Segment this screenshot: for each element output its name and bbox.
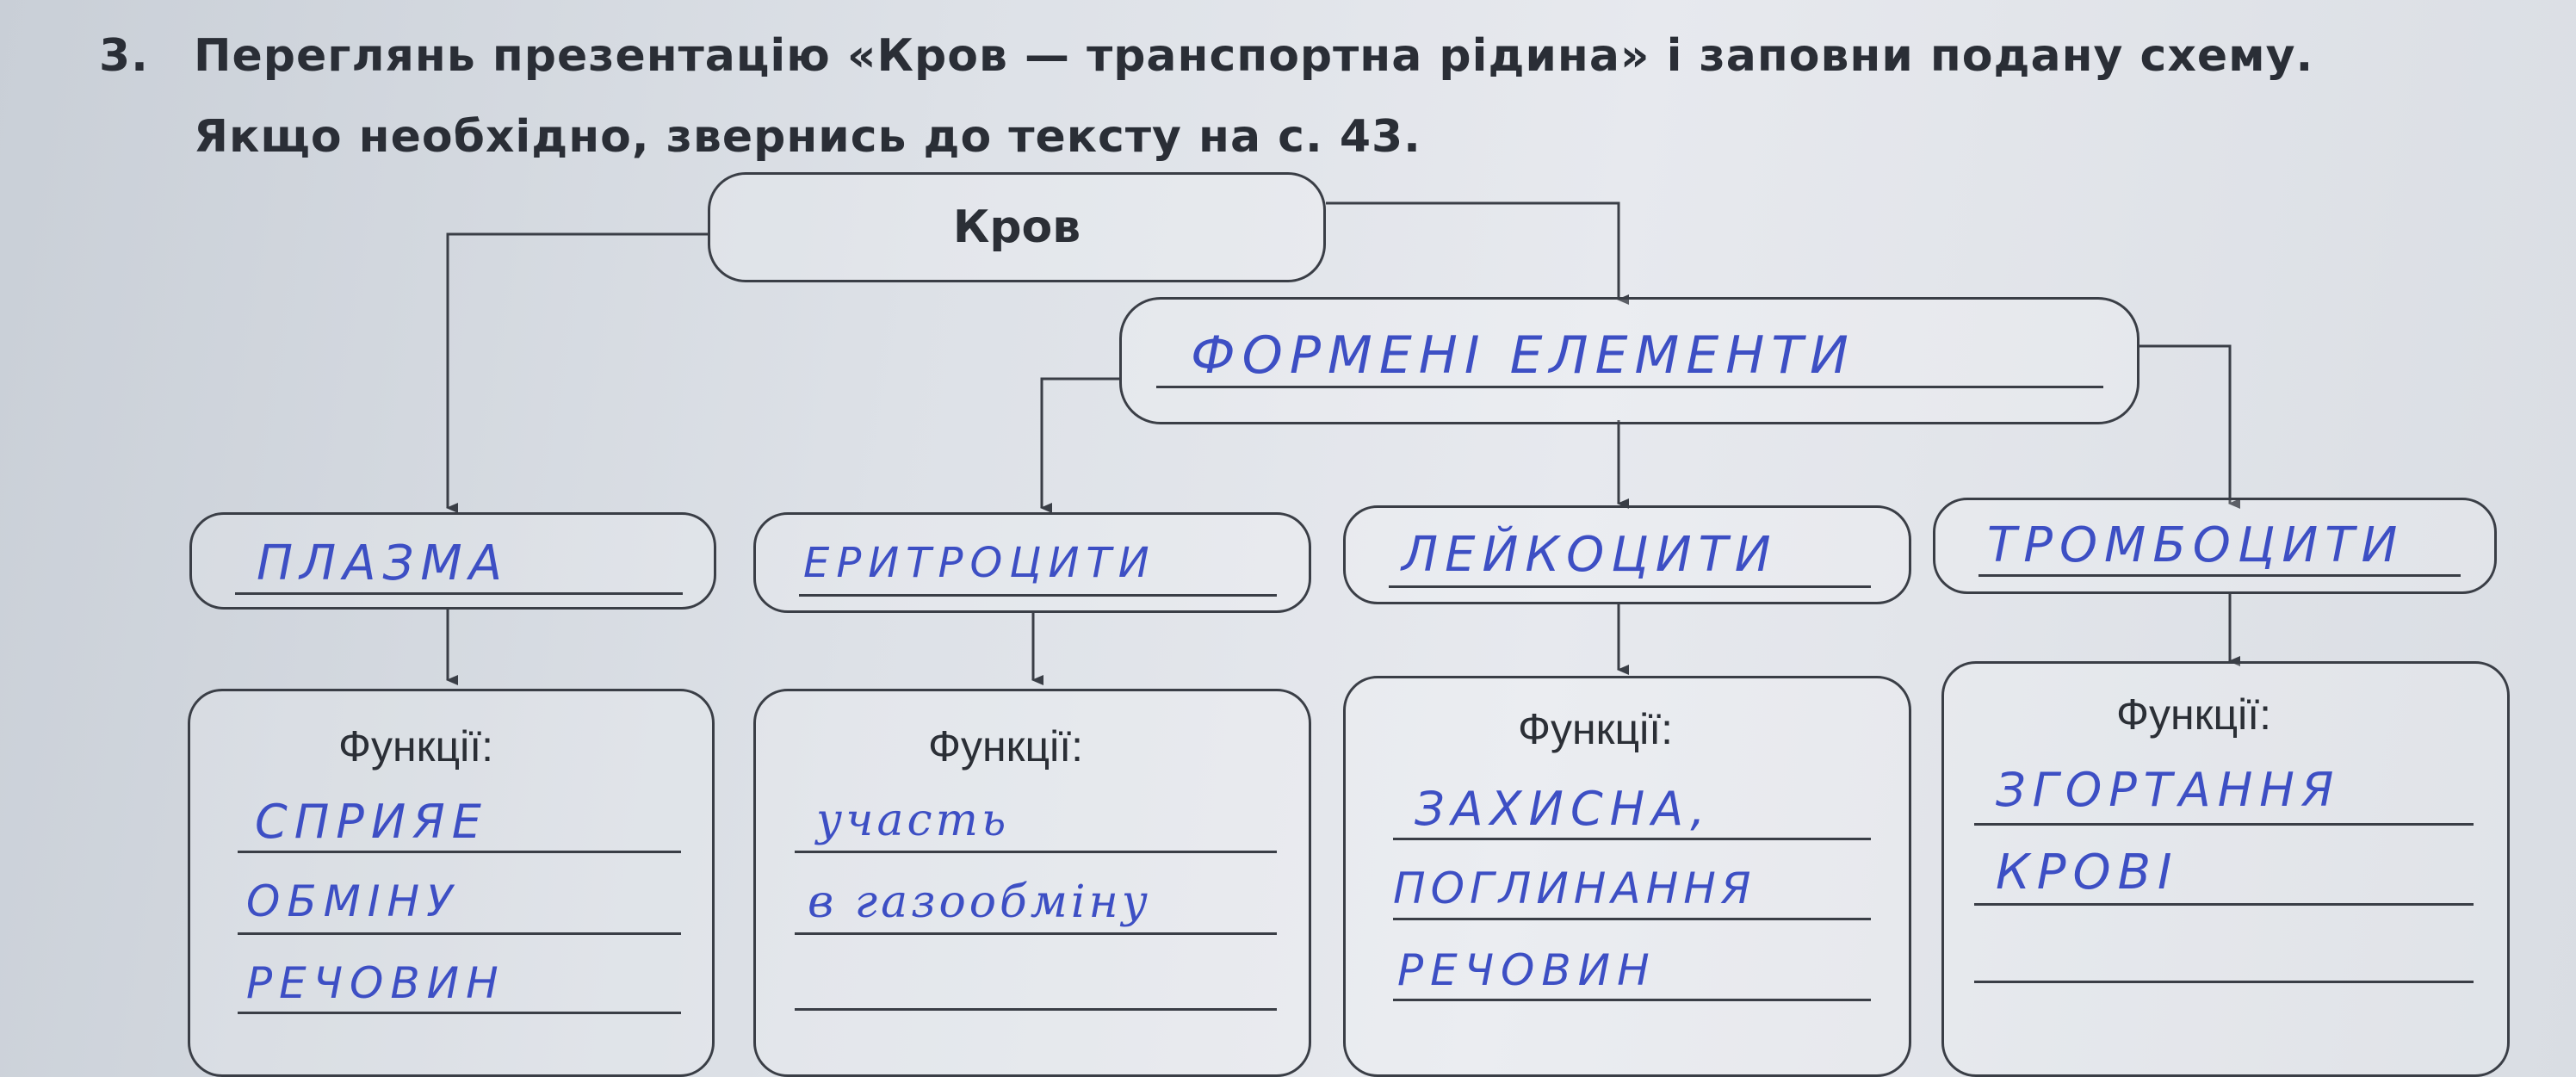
answer-line [235,592,683,595]
function-line-2: ОБМІНУ [246,876,460,926]
answer-line [1974,981,2474,983]
task-line-2: Якщо необхідно, звернись до тексту на с.… [194,111,1421,163]
answer-line [1393,838,1871,840]
function-line-3: РЕЧОВИН [1397,945,1656,995]
answer-line [1978,574,2461,577]
answer-line [238,932,681,935]
component-box-thrombocytes: ТРОМБОЦИТИ [1933,498,2497,594]
functions-label: Функції: [338,722,494,771]
group-answer-line [1156,386,2103,388]
root-box: Кров [708,172,1326,282]
answer-line [1974,823,2474,826]
function-line-1: участь [816,795,1010,846]
functions-box-erythrocytes: Функції: участь в газообміну [753,689,1311,1077]
component-answer: ЕРИТРОЦИТИ [803,539,1156,587]
group-box: ФОРМЕНІ ЕЛЕМЕНТИ [1119,297,2139,424]
task-number: 3. [99,30,149,82]
answer-line [1974,903,2474,906]
component-box-plasma: ПЛАЗМА [189,512,716,610]
functions-label: Функції: [928,722,1084,771]
functions-label: Функції: [1518,705,1674,753]
functions-box-leukocytes: Функції: ЗАХИСНА, ПОГЛИНАННЯ РЕЧОВИН [1343,676,1911,1077]
answer-line [1393,918,1871,920]
function-line-1: ЗГОРТАННЯ [1996,763,2341,817]
task-line-1: Переглянь презентацію «Кров — транспортн… [194,30,2314,82]
component-answer: ЛЕЙКОЦИТИ [1402,527,1778,583]
function-line-2: КРОВІ [1996,845,2179,901]
component-box-leukocytes: ЛЕЙКОЦИТИ [1343,505,1911,604]
root-label: Кров [952,201,1081,253]
component-box-erythrocytes: ЕРИТРОЦИТИ [753,512,1311,613]
answer-line [795,1008,1277,1011]
answer-line [1393,999,1871,1001]
component-answer: ПЛАЗМА [257,535,510,591]
function-line-2: в газообміну [808,876,1151,928]
functions-label: Функції: [2116,690,2272,739]
arrow-root-plasma [446,232,708,513]
function-line-1: СПРИЯЕ [255,795,488,849]
functions-box-thrombocytes: Функції: ЗГОРТАННЯ КРОВІ [1941,661,2510,1077]
answer-line [1389,585,1871,588]
answer-line [795,932,1277,935]
group-answer: ФОРМЕНІ ЕЛЕМЕНТИ [1191,325,1855,386]
component-answer: ТРОМБОЦИТИ [1987,517,2405,573]
answer-line [799,594,1277,597]
function-line-2: ПОГЛИНАННЯ [1393,863,1756,913]
function-line-1: ЗАХИСНА, [1415,782,1712,836]
answer-line [238,1012,681,1014]
functions-box-plasma: Функції: СПРИЯЕ ОБМІНУ РЕЧОВИН [188,689,715,1077]
answer-line [238,851,681,853]
arrow-group-erythrocytes [1040,377,1119,513]
function-line-3: РЕЧОВИН [246,958,505,1008]
answer-line [795,851,1277,853]
arrow-root-group [1326,201,1629,305]
arrow-group-thrombocytes [2139,344,2240,509]
